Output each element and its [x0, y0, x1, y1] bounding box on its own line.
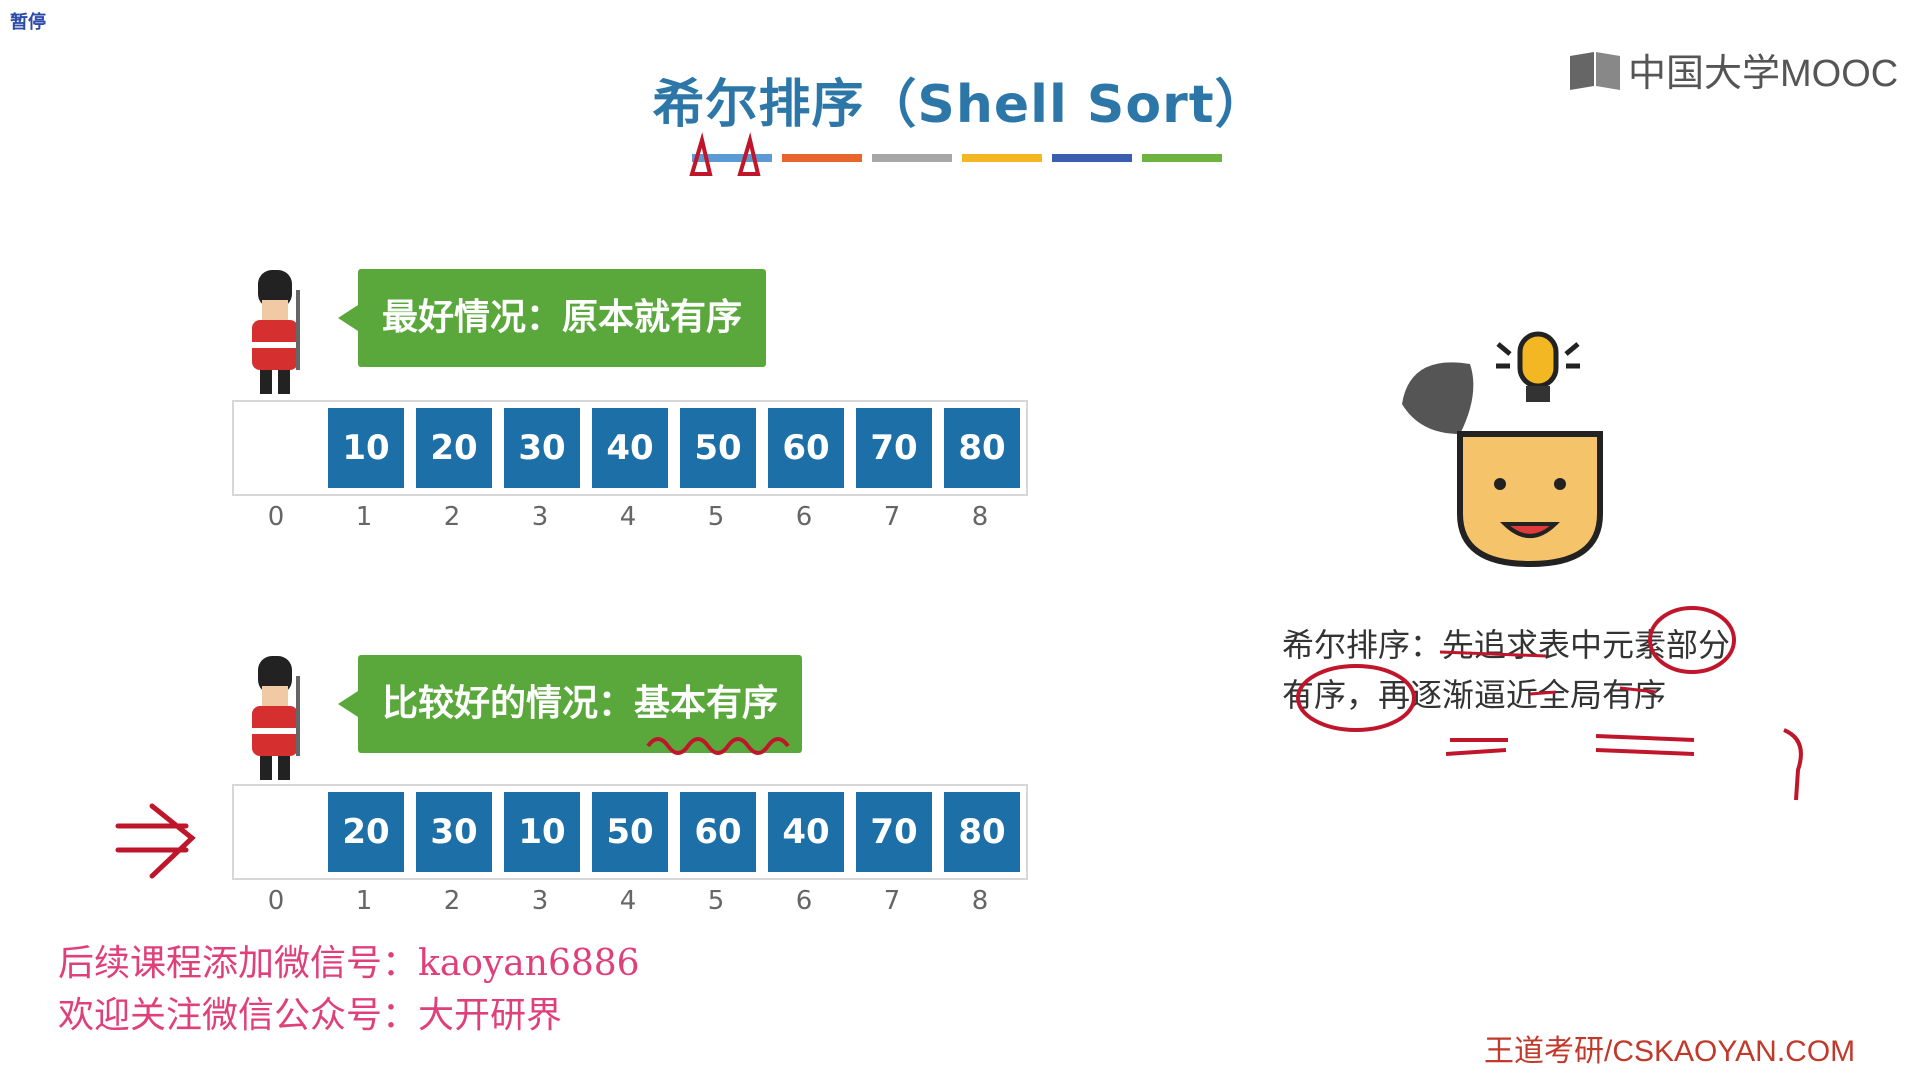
array-value: 10: [504, 792, 580, 872]
array-cell: 30: [500, 402, 584, 494]
array-value: 30: [504, 408, 580, 488]
good-case-bubble: 比较好的情况：基本有序: [337, 655, 803, 753]
array-cell: 10: [500, 786, 584, 878]
pause-indicator: 暂停: [10, 12, 46, 33]
mooc-logo-text: 中国大学MOOC: [1628, 53, 1899, 95]
array-index: 2: [443, 502, 461, 532]
array-index: 5: [707, 502, 725, 532]
best-case-bubble: 最好情况：原本就有序: [337, 269, 767, 367]
array-cell: 40: [588, 402, 672, 494]
footer-brand: 王道考研/CSKAOYAN.COM: [1484, 1035, 1856, 1068]
shell-sort-note: 希尔排序：先追求表中元素部分 有序，再逐渐逼近全局有序: [1282, 620, 1802, 720]
array-index: 0: [267, 502, 285, 532]
mooc-logo: 中国大学MOOC: [1568, 42, 1898, 97]
array-index: 3: [531, 502, 549, 532]
array-index: 7: [883, 502, 901, 532]
pen-arrow-icon: [115, 803, 196, 879]
best-case-label: 最好情况：原本就有序: [382, 297, 743, 338]
array-index: 6: [795, 502, 813, 532]
array-cell: 70: [852, 402, 936, 494]
array-cell: 20: [412, 402, 496, 494]
array-cell: [236, 786, 320, 878]
array-index: 4: [619, 886, 637, 916]
array-cell: 80: [940, 402, 1024, 494]
wechat-line-1: 后续课程添加微信号：kaoyan6886: [58, 943, 640, 984]
array-value: 60: [680, 792, 756, 872]
array-value: 40: [592, 408, 668, 488]
good-case-indices: 0 1 2 3 4 5 6 7 8: [232, 886, 1024, 916]
array-cell: [236, 402, 320, 494]
array-value: 50: [680, 408, 756, 488]
array-value: 70: [856, 792, 932, 872]
array-index: 1: [355, 886, 373, 916]
array-cell: 80: [940, 786, 1024, 878]
array-index: 2: [443, 886, 461, 916]
array-index: 5: [707, 886, 725, 916]
color-bar-orange: [782, 154, 862, 162]
array-value: 50: [592, 792, 668, 872]
array-cell: 40: [764, 786, 848, 878]
color-bar-gray: [872, 154, 952, 162]
array-cell: 50: [676, 402, 760, 494]
color-bar-blue: [692, 154, 772, 162]
guard-figure-icon: [252, 270, 300, 394]
array-cell: 70: [852, 786, 936, 878]
best-case-array: 10 20 30 40 50 60 70 80: [232, 400, 1028, 496]
array-value: 60: [768, 408, 844, 488]
book-icon: [1570, 51, 1620, 90]
good-case-label: 比较好的情况：基本有序: [382, 683, 779, 724]
array-cell: 30: [412, 786, 496, 878]
pen-underline-squiggle: [646, 737, 790, 755]
array-cell: 10: [324, 402, 408, 494]
array-cell: 60: [764, 402, 848, 494]
array-value: 30: [416, 792, 492, 872]
note-line-2: 有序，再逐渐逼近全局有序: [1282, 676, 1667, 714]
good-case-array: 20 30 10 50 60 40 70 80: [232, 784, 1028, 880]
best-case-indices: 0 1 2 3 4 5 6 7 8: [232, 502, 1024, 532]
guard-figure-icon: [252, 656, 300, 780]
array-index: 8: [971, 886, 989, 916]
array-index: 7: [883, 886, 901, 916]
array-cell: 20: [324, 786, 408, 878]
array-cell: 50: [588, 786, 672, 878]
array-index: 4: [619, 502, 637, 532]
idea-head-icon: [1402, 331, 1603, 568]
title-underline-bars: [692, 154, 1222, 162]
array-cell: 60: [676, 786, 760, 878]
array-value: 10: [328, 408, 404, 488]
color-bar-yellow: [962, 154, 1042, 162]
array-index: 8: [971, 502, 989, 532]
array-value: 20: [328, 792, 404, 872]
array-index: 6: [795, 886, 813, 916]
array-value: 40: [768, 792, 844, 872]
color-bar-navy: [1052, 154, 1132, 162]
slide-title: 希尔排序（Shell Sort）: [652, 75, 1268, 135]
array-value: 80: [944, 408, 1020, 488]
array-value: 20: [416, 408, 492, 488]
array-index: 1: [355, 502, 373, 532]
array-value: 70: [856, 408, 932, 488]
pen-annotation-title: [689, 132, 761, 176]
color-bar-green: [1142, 154, 1222, 162]
wechat-line-2: 欢迎关注微信公众号：大开研界: [58, 995, 563, 1036]
array-value: 80: [944, 792, 1020, 872]
array-index: 0: [267, 886, 285, 916]
array-index: 3: [531, 886, 549, 916]
pen-annotation-note: [1296, 606, 1803, 801]
